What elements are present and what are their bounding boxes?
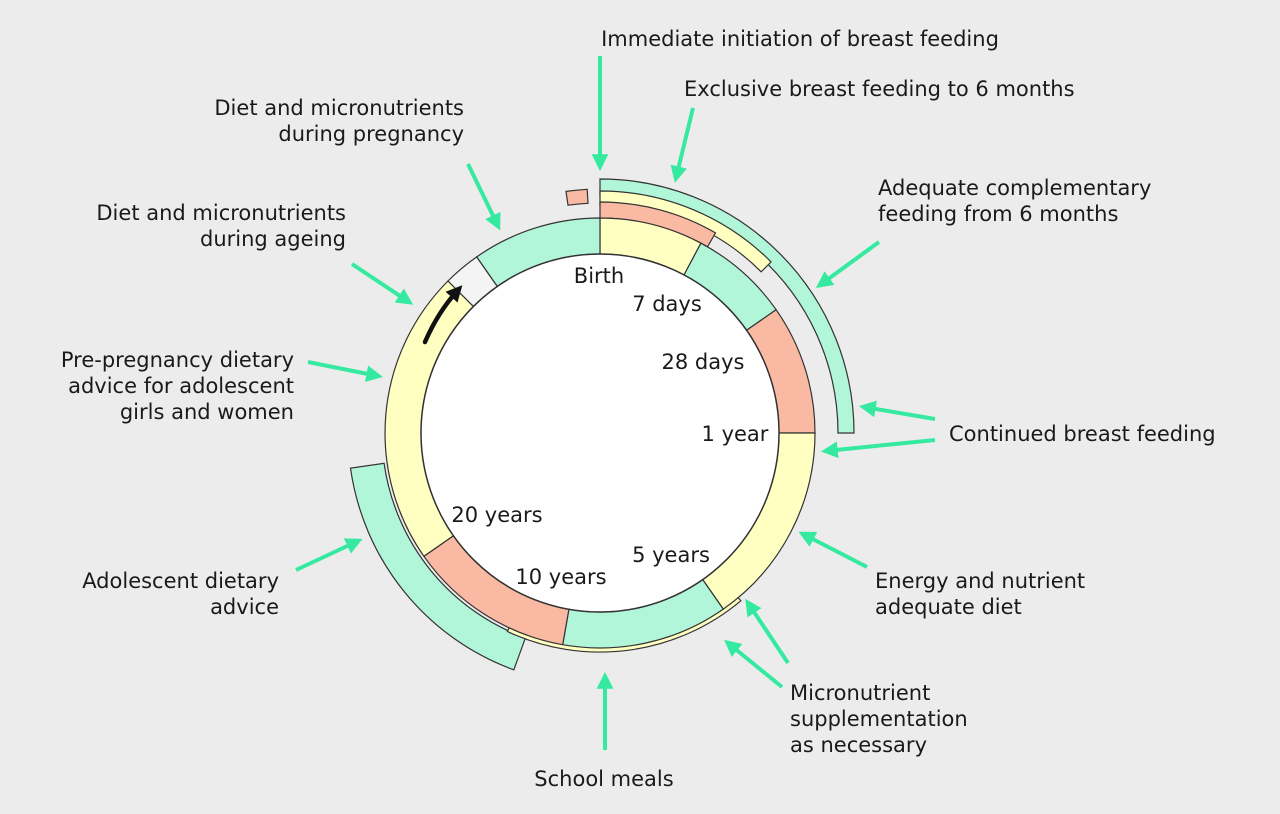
- cycle-arrow-icon: [422, 285, 463, 345]
- label-ageing-diet-2: during ageing: [200, 227, 346, 251]
- pointer-arrow-micronutrient-lower: [724, 639, 784, 689]
- label-micronutrient-1: Micronutrient: [790, 681, 930, 705]
- centre-disc: [420, 253, 780, 613]
- label-energy-diet-2: adequate diet: [875, 595, 1022, 619]
- label-pregnancy-diet-1: Diet and micronutrients: [214, 96, 464, 120]
- pointer-arrow-continued-upper: [859, 400, 936, 421]
- label-adolescent-advice-1: Adolescent dietary: [82, 569, 279, 593]
- label-pre-pregnancy-3: girls and women: [120, 400, 294, 424]
- pointer-arrow-pregnancy: [466, 163, 501, 231]
- stage-label-20-years: 20 years: [451, 503, 542, 527]
- stage-label-7-days: 7 days: [632, 292, 702, 316]
- label-micronutrient-2: supplementation: [790, 707, 968, 731]
- stage-label-5-years: 5 years: [632, 543, 710, 567]
- pointer-arrow-ageing: [350, 262, 414, 305]
- label-complementary-feeding-1: Adequate complementary: [878, 176, 1151, 200]
- pointer-arrow-complementary: [815, 240, 881, 288]
- label-exclusive-breastfeeding: Exclusive breast feeding to 6 months: [684, 77, 1075, 101]
- stage-label-1-year: 1 year: [702, 422, 769, 446]
- stage-labels: Birth 7 days 28 days 1 year 5 years 10 y…: [451, 264, 768, 589]
- pointer-arrow-adolescent: [295, 538, 363, 572]
- stage-label-birth: Birth: [574, 264, 624, 288]
- band-pregnancy-diet: [565, 188, 589, 206]
- pointer-arrow-continued-lower: [820, 438, 936, 459]
- stage-label-28-days: 28 days: [662, 350, 745, 374]
- intervention-labels: Immediate initiation of breast feeding E…: [61, 27, 1216, 791]
- pointer-arrow-pre-pregnancy: [307, 360, 383, 382]
- pointer-arrow-energy-diet: [798, 531, 868, 569]
- label-micronutrient-3: as necessary: [790, 733, 927, 757]
- pointer-arrow-micronutrient-upper: [745, 598, 790, 665]
- label-pre-pregnancy-1: Pre-pregnancy dietary: [61, 348, 294, 372]
- label-pre-pregnancy-2: advice for adolescent: [68, 374, 294, 398]
- label-ageing-diet-1: Diet and micronutrients: [96, 201, 346, 225]
- label-continued-breastfeeding: Continued breast feeding: [949, 422, 1216, 446]
- label-school-meals: School meals: [534, 767, 673, 791]
- stage-label-10-years: 10 years: [515, 565, 606, 589]
- pointer-arrow-exclusive: [670, 107, 695, 183]
- band-adolescent-advice: [349, 462, 527, 671]
- ring-bands: [349, 178, 855, 671]
- pointer-arrows: [295, 56, 936, 750]
- label-energy-diet-1: Energy and nutrient: [875, 569, 1085, 593]
- label-adolescent-advice-2: advice: [210, 595, 279, 619]
- label-pregnancy-diet-2: during pregnancy: [278, 122, 464, 146]
- label-complementary-feeding-2: feeding from 6 months: [878, 202, 1118, 226]
- label-immediate-breastfeeding: Immediate initiation of breast feeding: [601, 27, 999, 51]
